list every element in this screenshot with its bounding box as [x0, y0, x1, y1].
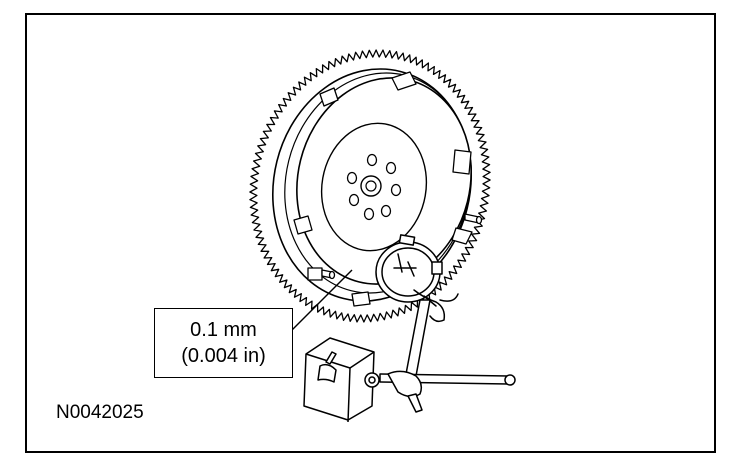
- runout-spec-imperial: (0.004 in): [181, 345, 266, 367]
- figure-id: N0042025: [56, 402, 144, 423]
- flywheel: [249, 49, 491, 323]
- figure-border: [25, 13, 716, 453]
- clutch-mount-tabs: [293, 71, 473, 307]
- runout-spec-callout: 0.1 mm (0.004 in): [154, 308, 293, 378]
- callout-leader: [291, 269, 353, 331]
- crank-bolts: [346, 153, 402, 221]
- dial-indicator: [375, 234, 459, 377]
- dowel-pins: [321, 213, 483, 280]
- runout-spec-metric: 0.1 mm: [190, 319, 257, 341]
- pilot-bearing-inner: [365, 180, 377, 192]
- magnetic-base: [303, 337, 516, 423]
